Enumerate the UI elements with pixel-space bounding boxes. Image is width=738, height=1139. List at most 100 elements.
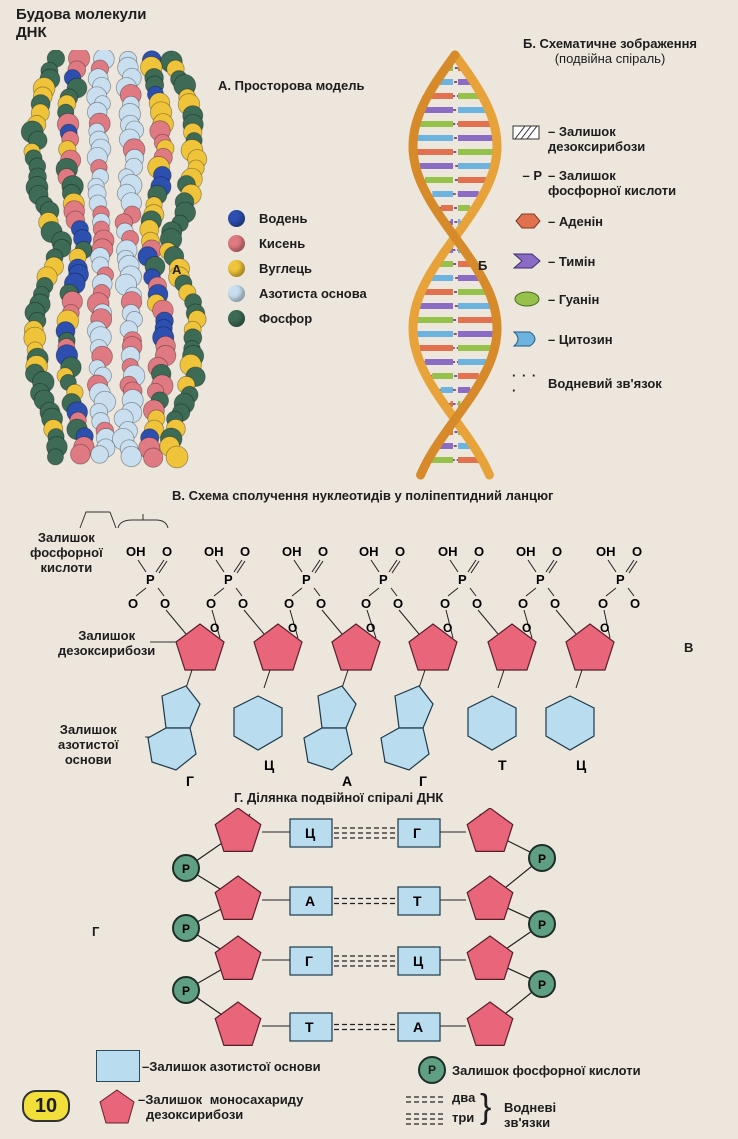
atom-p: P [536,572,545,587]
purine-ring-5 [317,685,357,729]
helix-base [458,331,495,337]
helix-base [416,135,453,141]
bond [293,559,303,573]
base-residue-label: Залишок азотистої основи [58,722,119,767]
atom-o: O [284,596,294,611]
legend-phosphorus-label: Фосфор [259,311,313,326]
helix-base [458,93,483,99]
bond [391,560,401,574]
atom-ball [120,445,142,468]
page-title-text: Будова молекули ДНК [16,6,147,41]
bond [311,559,321,573]
section-b-title-text: Б. Схематичне зображення [522,36,698,51]
guanine-icon [514,291,540,307]
phosphate-circle [528,910,556,938]
helix-base [436,443,453,449]
helix-base [419,345,453,351]
helix-base [416,149,453,155]
bond [370,559,380,573]
bond [548,560,558,574]
atom-legend: Водень Кисень Вуглець Азотиста основа Фо… [228,206,367,331]
helix-base [458,359,487,365]
page-number: 10 [22,1090,70,1122]
atom-o: O [472,596,482,611]
section-g-label: Г [92,924,100,939]
brace-icon: } [480,1088,492,1126]
bond [525,587,537,597]
section-a-label: А [172,262,182,277]
deoxyribose-pentagon [331,623,381,671]
ester-bond [366,609,377,639]
atom-ball [46,448,64,466]
helix-base [458,135,495,141]
atom-o: O [393,596,403,611]
section-v-label: В [684,640,694,655]
legend-oxygen-label: Кисень [259,236,306,251]
phosphate-label-1: Залишок [37,530,95,545]
ring-oxygen: O [366,621,375,635]
helix-base [440,387,453,393]
atom-o: O [206,596,216,611]
double-helix [408,50,502,480]
phosphate-circle [172,976,200,1004]
right-base-square [397,886,441,916]
helix-base [458,275,483,281]
atom-o: O [630,596,640,611]
ring-oxygen: O [210,621,219,635]
legend-sugar-residue: –Залишок моносахариду дезоксирибози [98,1088,303,1126]
atom-oh: OH [359,544,379,559]
helix-base [458,401,461,407]
helix-base [458,373,479,379]
atom-p: P [302,572,311,587]
left-base-square [289,886,333,916]
helix-base [458,289,490,295]
base-letter: Г [419,773,427,789]
left-sugar [214,808,262,853]
atom-o: O [440,596,450,611]
ester-bond [211,609,221,639]
base-letter: Т [498,757,507,773]
left-base-square [289,818,333,848]
legend-oxygen: Кисень [228,231,367,256]
bond [627,587,635,597]
atom-ball [143,447,164,468]
atom-o: O [632,544,642,559]
bond [605,587,617,597]
atom-oh: OH [438,544,458,559]
helix-base [428,457,453,463]
sugar-residue-label: Залишок дезоксирибози [58,628,155,658]
left-sugar [214,935,262,980]
bond [157,587,165,597]
atom-p: P [224,572,233,587]
helix-base [425,177,453,183]
right-base-letter: А [413,1019,423,1035]
legend-nitrogen-base: Азотиста основа [228,281,367,306]
bond-lines-icon [406,1096,446,1125]
right-sugar [466,1001,514,1046]
page-title: Будова молекули ДНК [16,6,151,42]
phosphate-p: P [182,922,190,936]
ester-bond [523,609,533,639]
cytosine-icon [512,331,536,347]
right-sugar [466,875,514,921]
ester-bond [289,609,299,639]
legend-nitrogen-base-label: Азотиста основа [259,286,367,301]
helix-base [417,303,453,309]
helix-base [458,317,495,323]
legend-hbonds: Водневі зв'язки [504,1100,557,1130]
section-b-title: Б. Схематичне зображення (подвійна спіра… [500,36,720,66]
helix-base [458,121,494,127]
atom-ball [165,445,189,469]
helix-base [432,191,453,197]
legend-hydrogen: Водень [228,206,367,231]
legend-base-text: –Залишок азотистої основи [142,1058,321,1074]
helix-base [428,275,453,281]
left-base-letter: Т [305,1019,314,1035]
deoxyribose-hatch-icon [512,125,540,140]
helix-base [458,149,495,155]
section-a-title: А. Просторова модель [218,78,365,93]
ester-bond [165,609,187,635]
